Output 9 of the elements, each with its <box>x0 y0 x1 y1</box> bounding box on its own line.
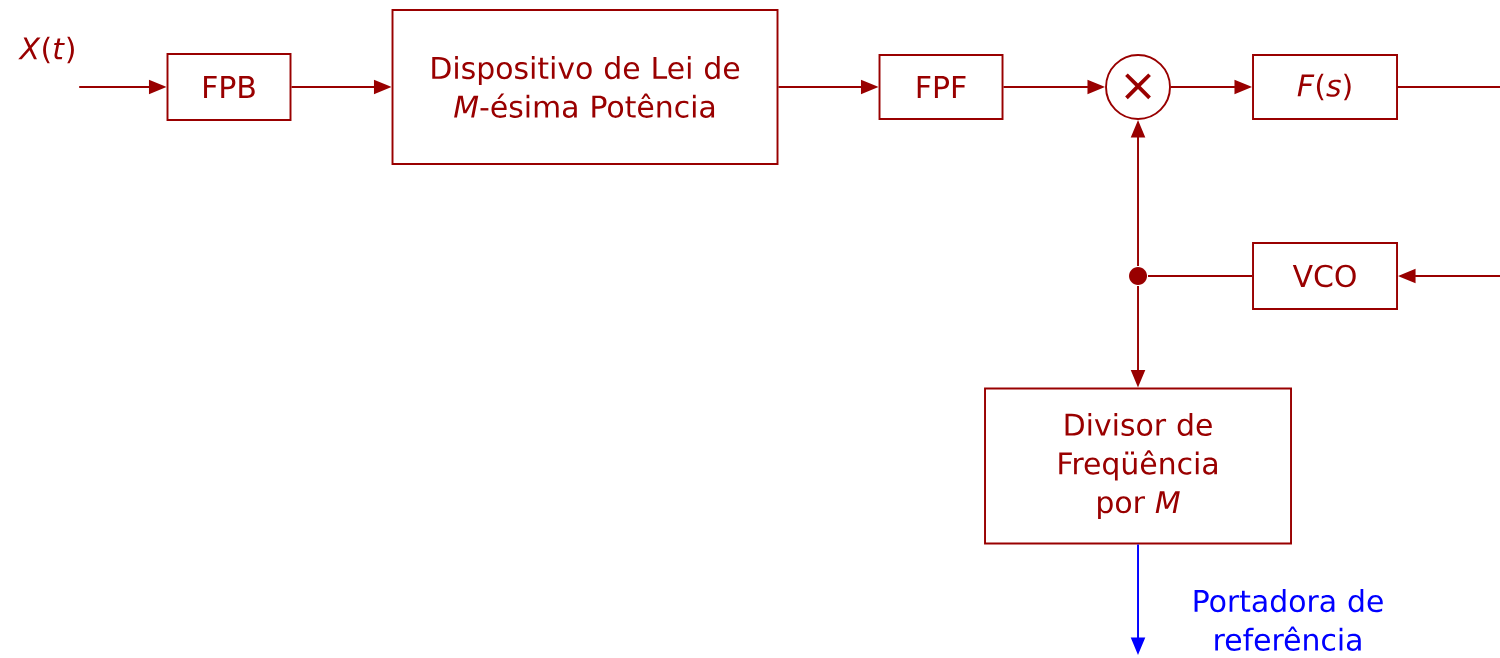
input-label: X(t) <box>18 36 74 64</box>
process-box: FPB <box>166 53 292 121</box>
process-box: VCO <box>1252 242 1398 310</box>
process-box: FPF <box>878 54 1004 120</box>
junction-dot <box>1129 267 1147 285</box>
process-box: Divisor de Freqüência por M <box>984 387 1292 545</box>
process-box: F(s) <box>1252 54 1398 120</box>
process-box: Dispositivo de Lei de M-ésima Potência <box>391 9 779 165</box>
edge-label: Portadora de referência <box>1194 589 1383 651</box>
